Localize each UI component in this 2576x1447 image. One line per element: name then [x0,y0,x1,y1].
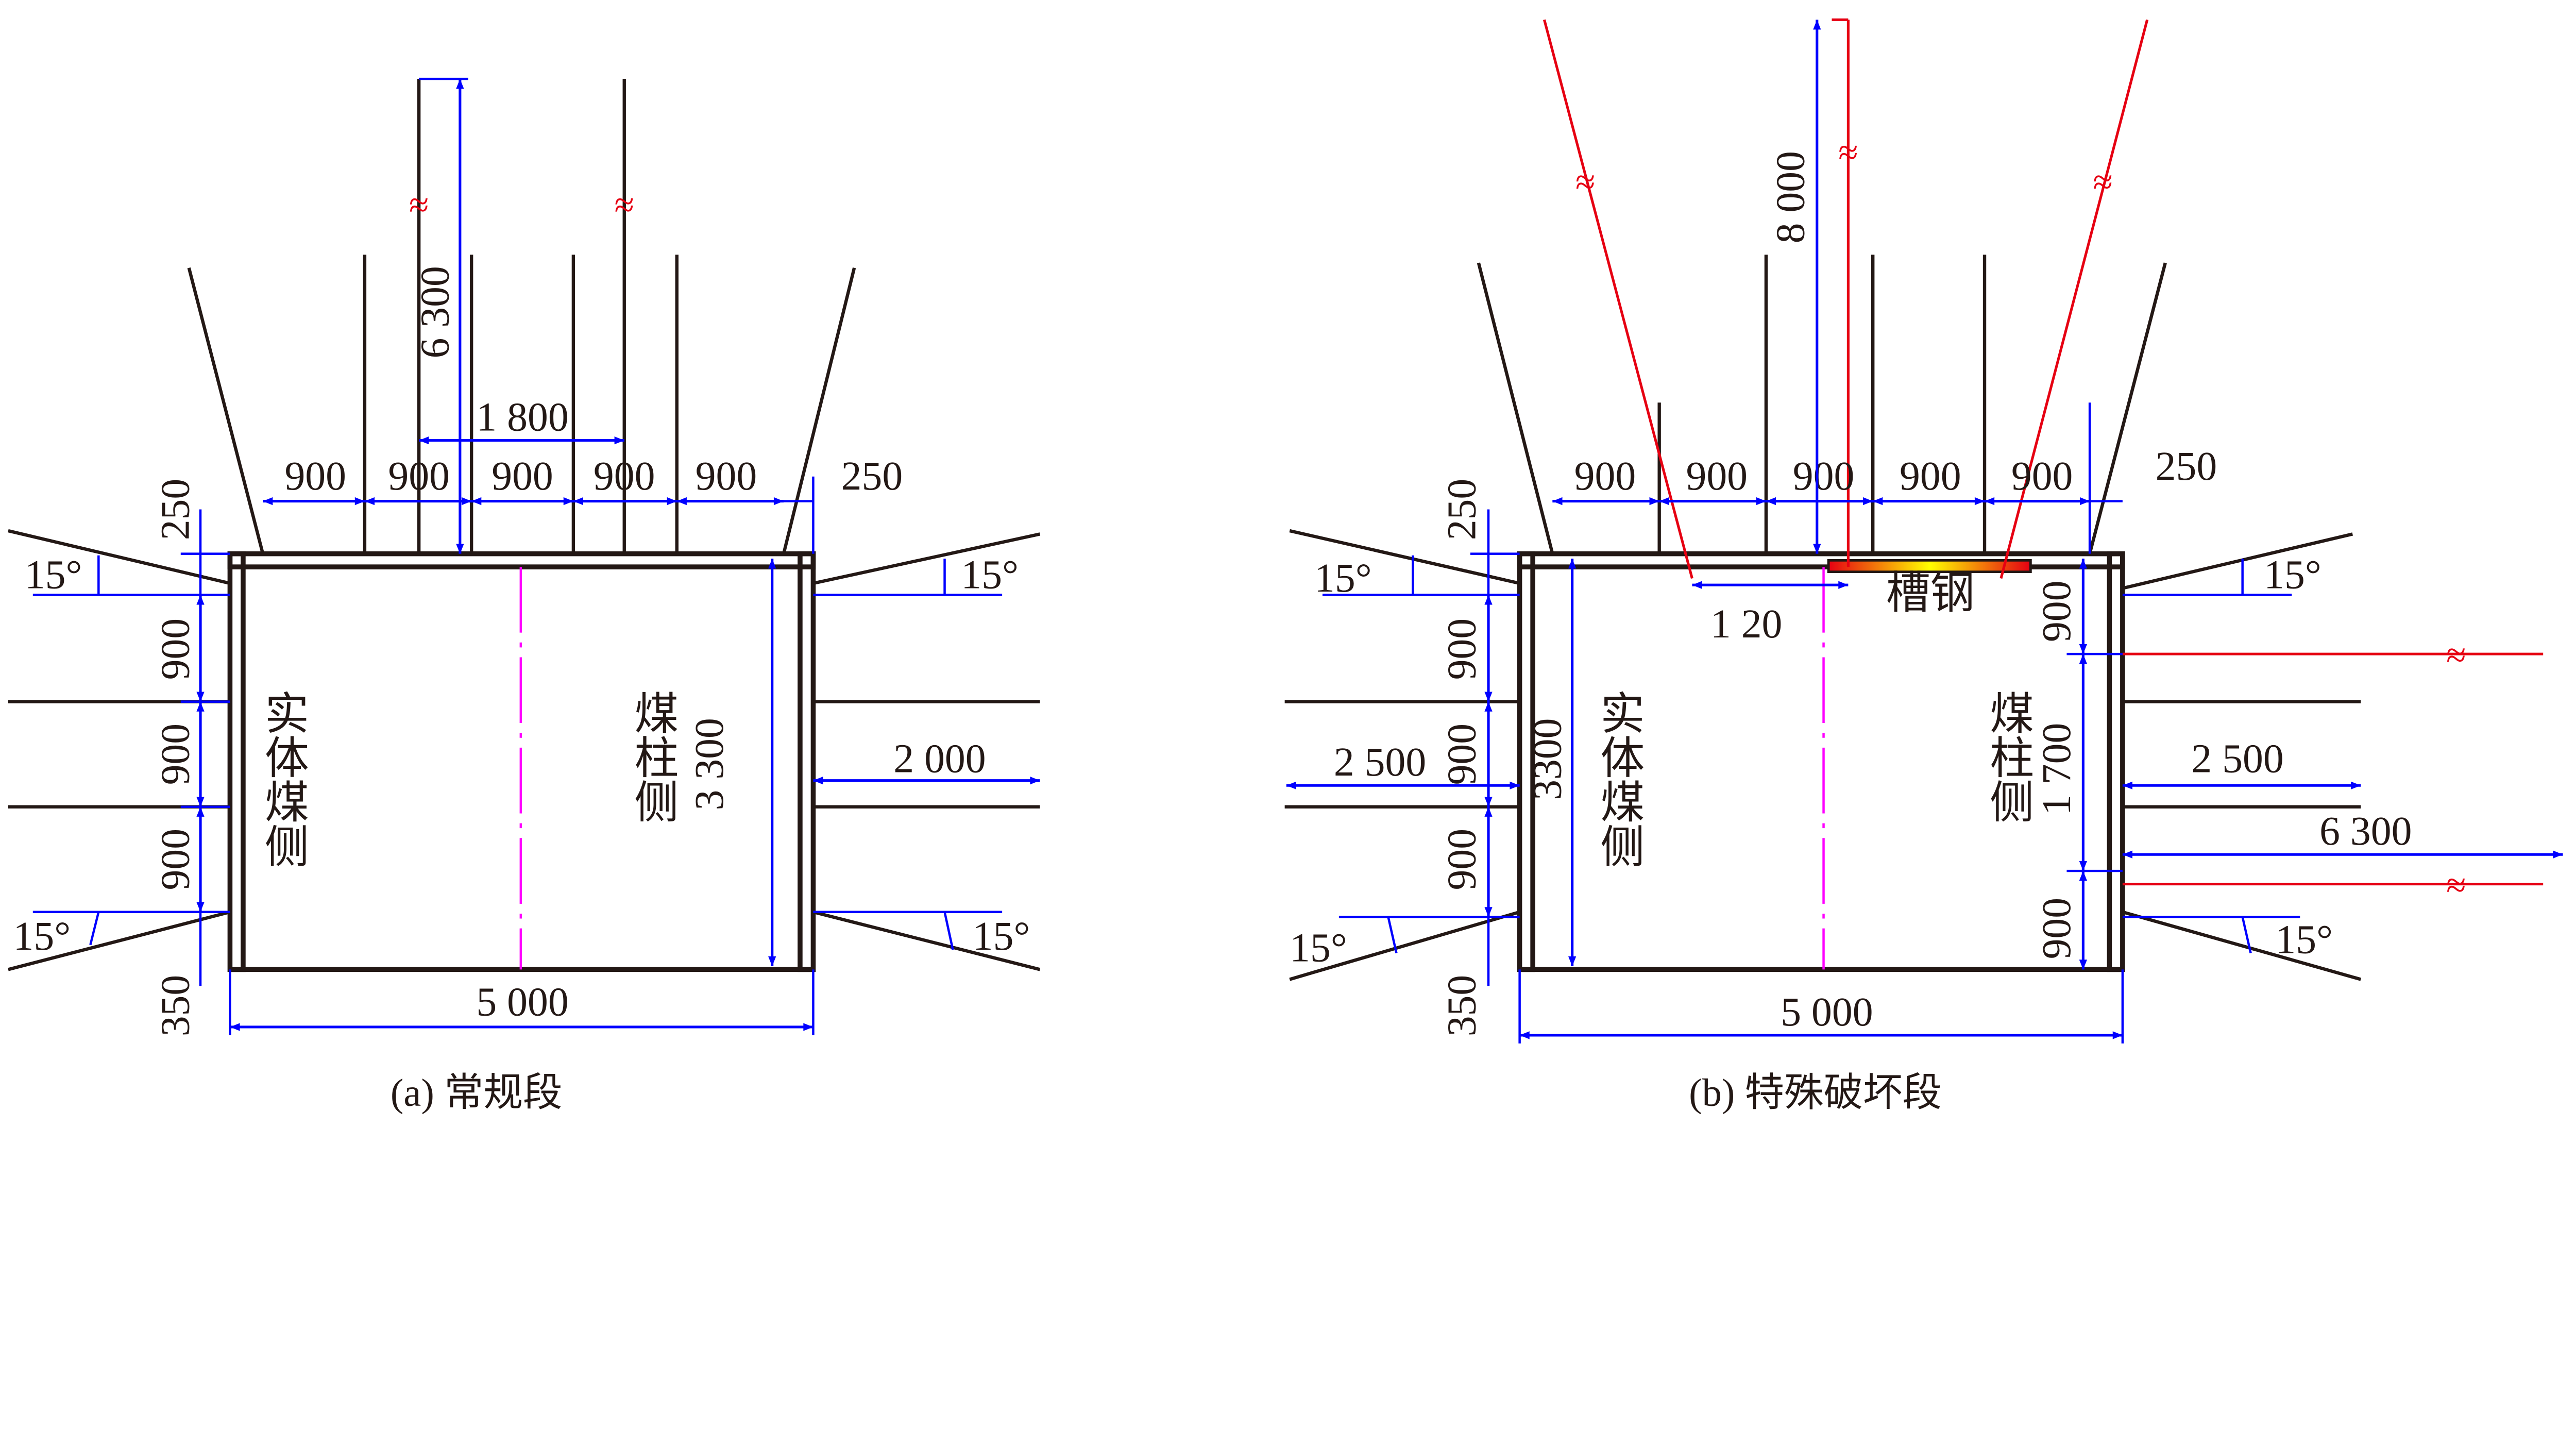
dim-left-1: 900 [1439,618,1485,680]
break-symbol: ≈ [2446,635,2466,676]
break-symbol: ≈ [2093,162,2113,202]
dim-top-5: 900 [696,453,757,499]
caption-a: (a) 常规段 [391,1071,563,1115]
roadway-section: 槽钢 [1517,551,2125,972]
drawing-line [2122,532,2353,590]
panel-a: ≈ ≈ 900 900 900 900 900 250 1 800 6 300 [8,77,1041,1115]
drawing-line [227,551,246,972]
drawing-line [1387,916,1398,953]
drawing-line [798,551,816,972]
dim-left-1: 900 [153,618,198,680]
dim-height: 3300 [1524,718,1570,800]
dim-top-3: 900 [1793,453,1855,499]
dim-top-edge-left: 250 [1439,479,1485,541]
drawing-line [1477,262,1554,554]
dim-offset: 1 20 [1710,601,1782,647]
coal-pillar-side-label: 煤柱侧 [628,690,677,823]
dim-left-2: 900 [153,724,198,785]
break-symbol: ≈ [409,185,429,225]
dim-bottom-edge: 350 [1439,975,1485,1037]
dim-cable-spacing: 1 800 [476,394,568,440]
panel-b: 槽钢 ≈ ≈ ≈ ≈ ≈ [1284,18,2563,1115]
dim-right-cable: 6 300 [2319,809,2412,854]
dim-top-2: 900 [388,453,450,499]
cable [1543,19,1693,579]
angle-label: 15° [1290,925,1347,970]
dim-bottom-edge: 350 [153,975,198,1037]
solid-coal-side-label: 实体煤侧 [258,690,308,867]
dim-left-3: 900 [153,829,198,890]
angle-label: 15° [973,914,1030,959]
dim-left-bolt: 2 500 [1334,739,1426,785]
dim-height: 3 300 [687,718,732,810]
drawing-line [2107,551,2125,972]
dim-right-bolt: 2 000 [893,736,986,782]
drawing-line [943,912,954,950]
drawing-line [8,529,231,585]
angle-label: 15° [1314,556,1372,601]
dim-top-edge-right: 250 [841,453,903,499]
dim-top-1: 900 [1574,453,1636,499]
dim-top-edge-right: 250 [2156,444,2217,489]
break-symbol: ≈ [614,185,634,225]
angle-label: 15° [13,914,71,959]
dim-left-2: 900 [1439,724,1485,785]
dimensions: 900 900 900 900 900 250 8 000 1 20 250 9… [1286,20,2563,1044]
drawing-line [8,910,231,971]
dim-top-edge-left: 250 [153,479,198,541]
dim-right-bolt: 2 500 [2191,736,2283,782]
angle-label: 15° [2264,552,2321,598]
dim-right-3: 900 [2034,898,2079,960]
dimensions: 900 900 900 900 900 250 1 800 6 300 250 … [13,77,1040,1037]
caption-b: (b) 特殊破坏段 [1689,1071,1942,1115]
dim-width: 5 000 [1781,989,1873,1035]
drawing-line [89,912,100,946]
side-bolts: ≈ ≈ [1284,529,2544,981]
drawing-line [1517,551,2125,569]
break-symbol: ≈ [1838,132,1858,173]
drawing-line [2122,910,2362,981]
drawing-line [2088,262,2167,554]
dim-top-1: 900 [284,453,346,499]
channel-steel-label: 槽钢 [1886,568,1975,618]
roadway-section [227,551,816,972]
drawing-line [187,267,265,554]
coal-pillar-side-label: 煤柱侧 [1983,690,2033,823]
drawing-line [227,551,816,569]
drawing-line [1289,529,1520,585]
dim-cable-length: 8 000 [1768,151,1813,243]
dim-left-3: 900 [1439,829,1485,890]
drawing-line [2241,916,2252,953]
dim-top-2: 900 [1686,453,1748,499]
drawing-line [812,532,1041,585]
dim-top-4: 900 [1900,453,1961,499]
dim-top-4: 900 [594,453,655,499]
angle-label: 15° [2275,917,2333,962]
roadway-support-diagram: ≈ ≈ 900 900 900 900 900 250 1 800 6 300 [8,18,2563,1115]
dim-top-5: 900 [2011,453,2073,499]
angle-label: 15° [25,552,82,598]
dim-top-3: 900 [492,453,553,499]
drawing-line [782,267,856,554]
dim-width: 5 000 [476,980,568,1025]
dim-right-1: 900 [2034,580,2079,642]
dim-bolt-length: 6 300 [413,266,458,358]
drawing-line [1289,910,1520,981]
break-symbol: ≈ [2446,865,2466,905]
break-symbol: ≈ [1575,162,1596,202]
channel-steel [1827,559,2032,574]
cable [1999,19,2149,579]
dim-right-2: 1 700 [2034,723,2079,815]
drawing-line [812,910,1041,971]
solid-coal-side-label: 实体煤侧 [1594,690,1643,867]
angle-label: 15° [961,552,1019,598]
